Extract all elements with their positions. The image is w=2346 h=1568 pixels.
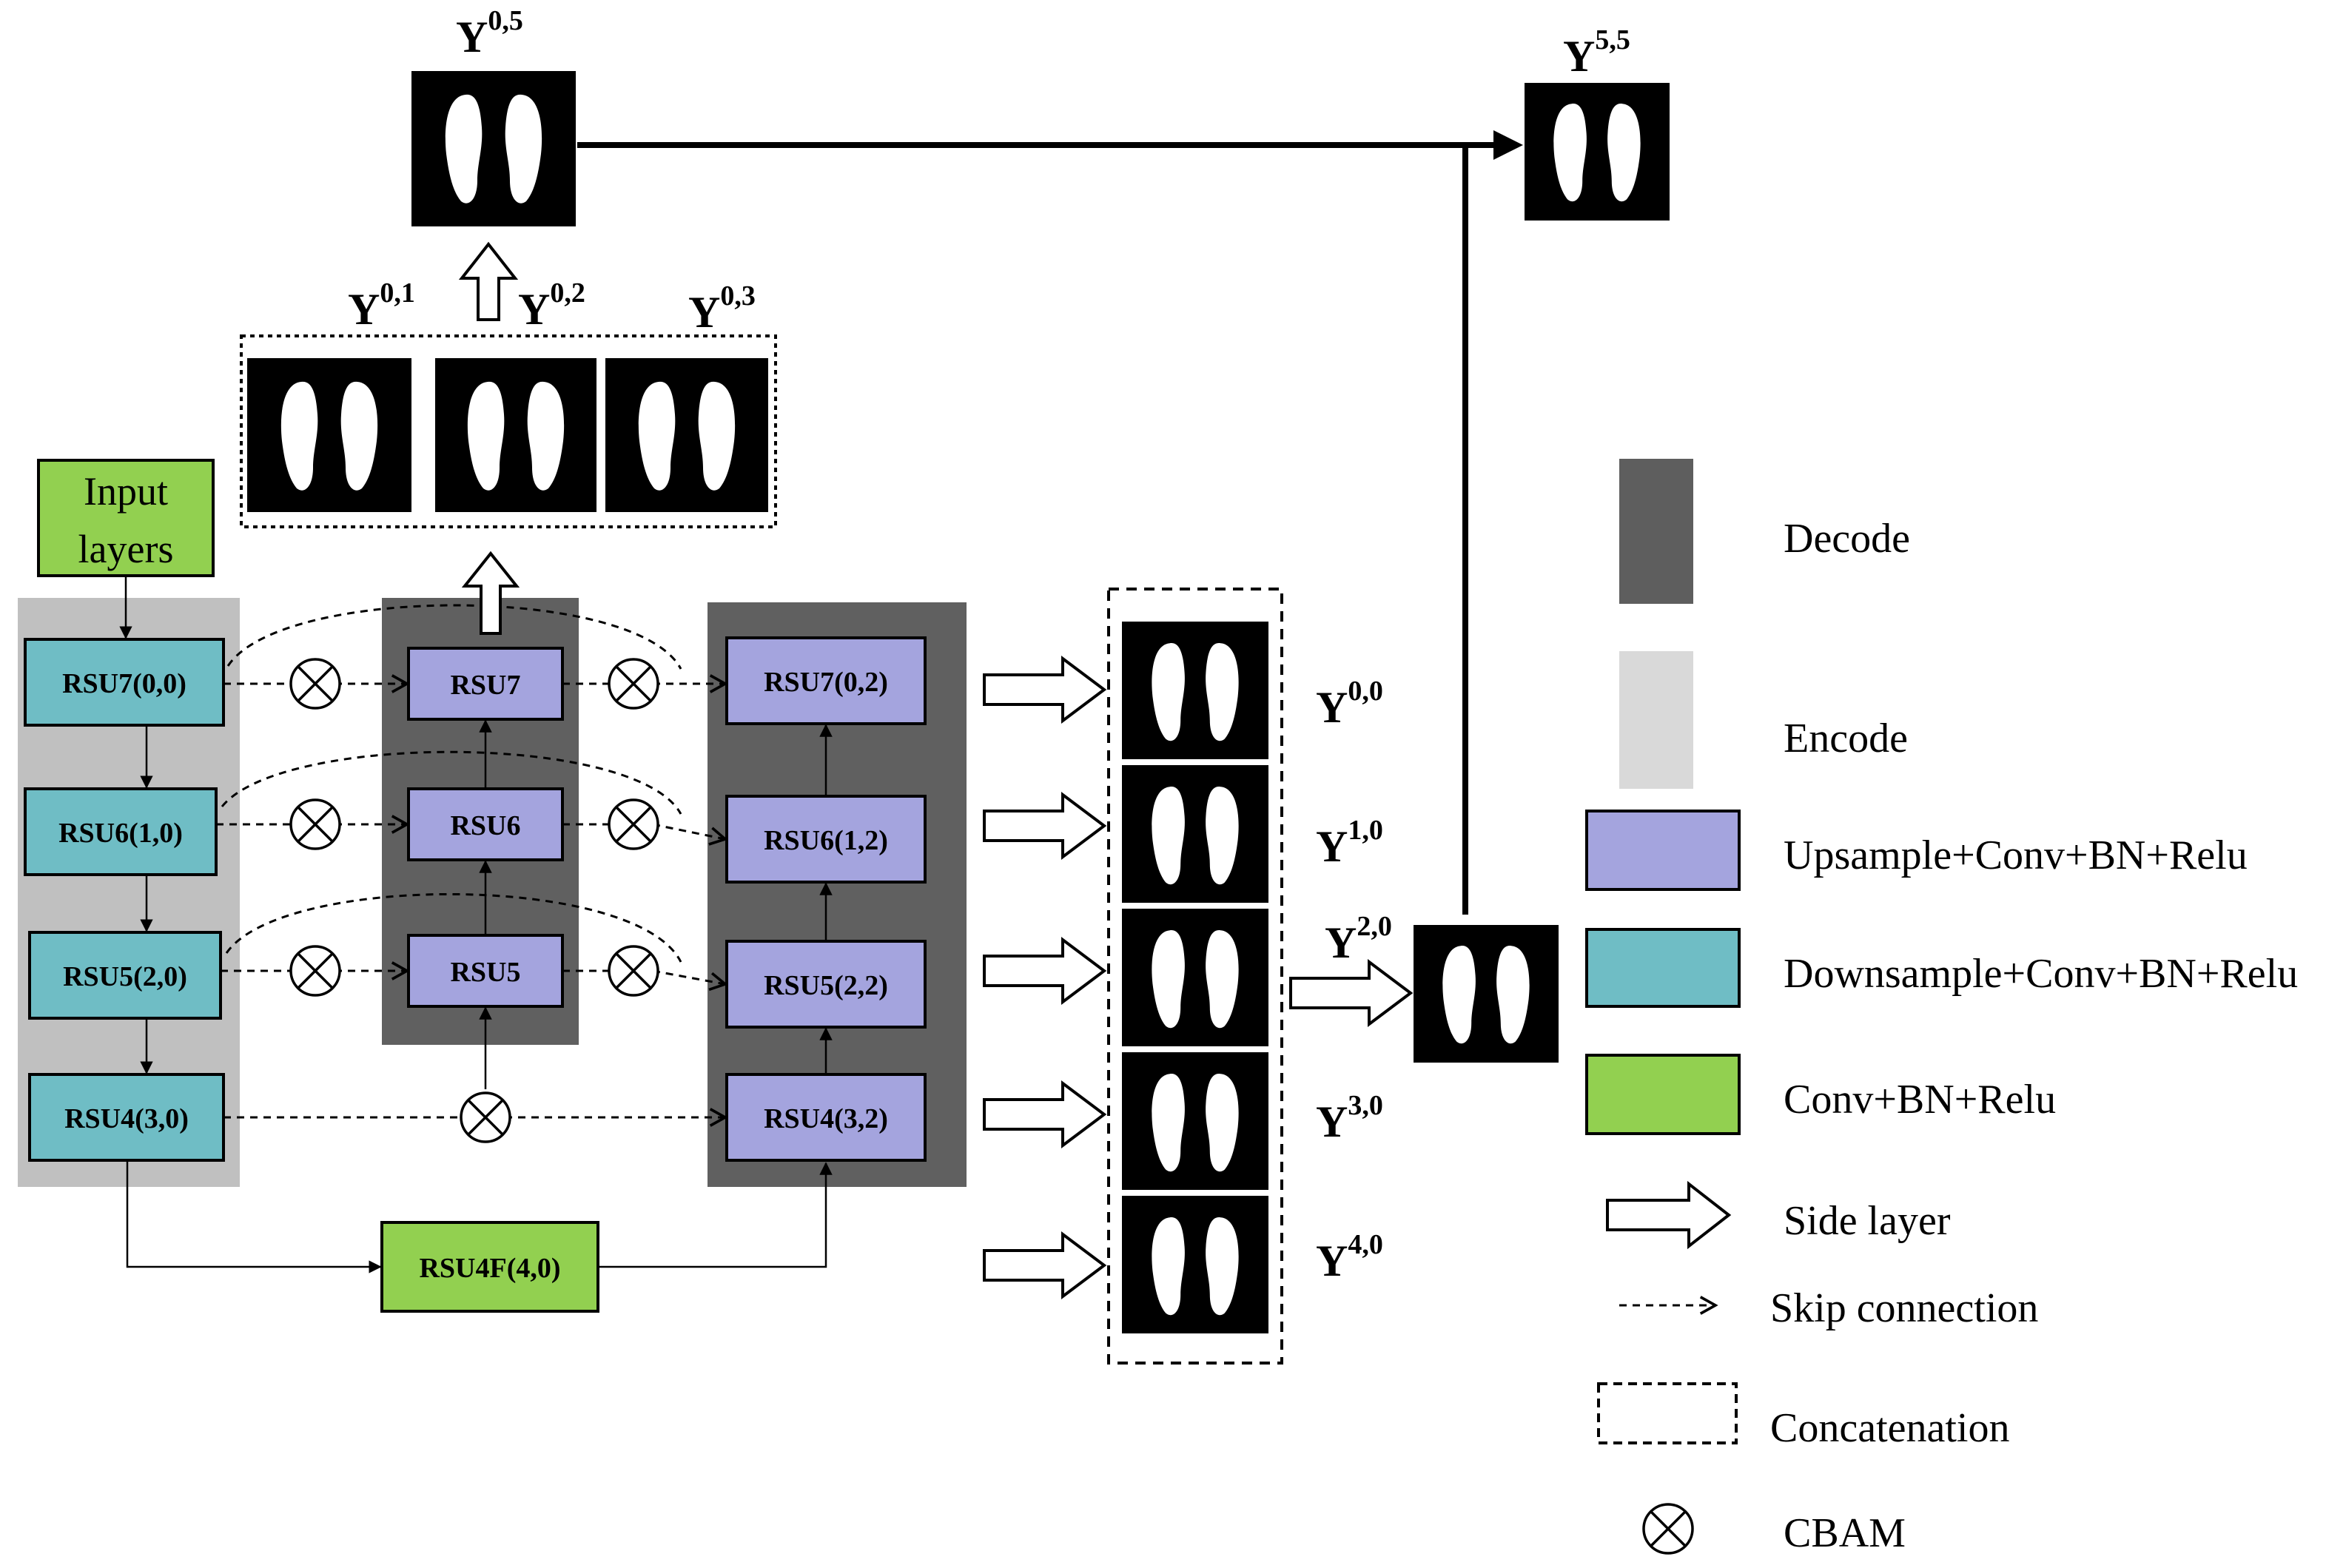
legend: Decode Encode Upsample+Conv+BN+Relu Down… [1585, 459, 2298, 1556]
encoder-node-rsu4-label: RSU4(3,0) [64, 1103, 189, 1134]
side-label-2-0: Y2,0 [1325, 911, 1392, 967]
side-label-1-0: Y1,0 [1316, 815, 1383, 871]
fused-output-0-5-label: Y0,5 [456, 5, 523, 61]
final-output-5-5-label: Y5,5 [1563, 24, 1630, 81]
bridge-node-rsu4f-label: RSU4F(4,0) [419, 1253, 560, 1284]
middle-node-rsu7 [407, 647, 564, 721]
legend-decode-label: Decode [1784, 516, 1910, 562]
decoder-node-rsu6 [725, 795, 927, 884]
decoder-node-rsu5-label: RSU5(2,2) [764, 970, 888, 1001]
legend-skip-connection-label: Skip connection [1770, 1285, 2038, 1331]
input-layers-line2: layers [78, 527, 174, 571]
legend-conv-swatch [1585, 1054, 1741, 1135]
fused-output-0-5 [411, 71, 576, 226]
encoder-node-rsu6-label: RSU6(1,0) [58, 818, 183, 849]
legend-concatenation-label: Concatenation [1770, 1405, 2009, 1451]
bridge-to-decoder-arrow [598, 1162, 833, 1268]
side-layer-arrows [983, 656, 1414, 1299]
encoder-node-rsu6 [24, 787, 218, 876]
legend-conv-label: Conv+BN+Relu [1784, 1077, 2056, 1123]
decoder-node-rsu4 [725, 1073, 927, 1162]
legend-upsample-swatch [1585, 810, 1741, 891]
top-concatenation-box [240, 334, 777, 528]
legend-encode-swatch [1619, 651, 1693, 789]
legend-downsample-label: Downsample+Conv+BN+Relu [1784, 951, 2298, 997]
top-label-0-2: Y0,2 [518, 277, 585, 334]
legend-downsample-swatch [1585, 928, 1741, 1008]
side-output-0-0 [1122, 622, 1268, 759]
top-output-0-2 [435, 358, 596, 512]
legend-encode-label: Encode [1784, 716, 1908, 761]
legend-concatenation-icon [1597, 1382, 1738, 1444]
top-output-0-3 [605, 358, 768, 512]
middle-node-rsu7-label: RSU7 [450, 670, 520, 701]
encoder-node-rsu4 [28, 1073, 225, 1162]
cbam-symbols [289, 658, 659, 1143]
top-output-0-1 [247, 358, 411, 512]
top-label-0-1: Y0,1 [348, 277, 415, 334]
decoder-node-rsu4-label: RSU4(3,2) [764, 1103, 888, 1134]
fused-side-output [1414, 925, 1559, 1063]
decoder-node-rsu6-label: RSU6(1,2) [764, 825, 888, 856]
top-label-0-3: Y0,3 [688, 280, 756, 337]
encoder-node-rsu7-label: RSU7(0,0) [62, 668, 186, 699]
legend-side-layer-label: Side layer [1784, 1198, 1951, 1244]
hollow-up-arrow-lower [461, 551, 520, 635]
legend-upsample-label: Upsample+Conv+BN+Relu [1784, 832, 2248, 878]
side-output-3-0 [1122, 1052, 1268, 1190]
side-output-2-0 [1122, 909, 1268, 1046]
side-concatenation-box [1107, 588, 1283, 1365]
rsu4-to-bridge-arrow [126, 1160, 382, 1273]
legend-cbam-label: CBAM [1784, 1510, 1906, 1556]
middle-node-rsu6-label: RSU6 [450, 810, 520, 841]
side-output-1-0 [1122, 765, 1268, 903]
input-layers-box [37, 459, 215, 577]
side-label-4-0: Y4,0 [1316, 1229, 1383, 1285]
legend-cbam-icon [1642, 1503, 1694, 1555]
decoder-node-rsu7-label: RSU7(0,2) [764, 667, 888, 698]
legend-side-layer-icon [1606, 1180, 1732, 1250]
final-output-5-5 [1525, 83, 1670, 221]
skip-connections [216, 604, 728, 1127]
input-layers-line1: Input [84, 469, 168, 514]
encoder-node-rsu5-label: RSU5(2,0) [63, 961, 187, 992]
encoder-node-rsu7 [24, 638, 225, 727]
bridge-node-rsu4f [380, 1221, 599, 1313]
middle-node-rsu6 [407, 787, 564, 861]
side-output-4-0 [1122, 1196, 1268, 1333]
side-label-0-0: Y0,0 [1316, 676, 1383, 732]
encoder-node-rsu5 [28, 931, 222, 1020]
side-label-3-0: Y3,0 [1316, 1090, 1383, 1146]
hollow-up-arrow-upper [458, 241, 519, 321]
middle-node-rsu5-label: RSU5 [450, 957, 520, 988]
legend-decode-swatch [1619, 459, 1693, 604]
